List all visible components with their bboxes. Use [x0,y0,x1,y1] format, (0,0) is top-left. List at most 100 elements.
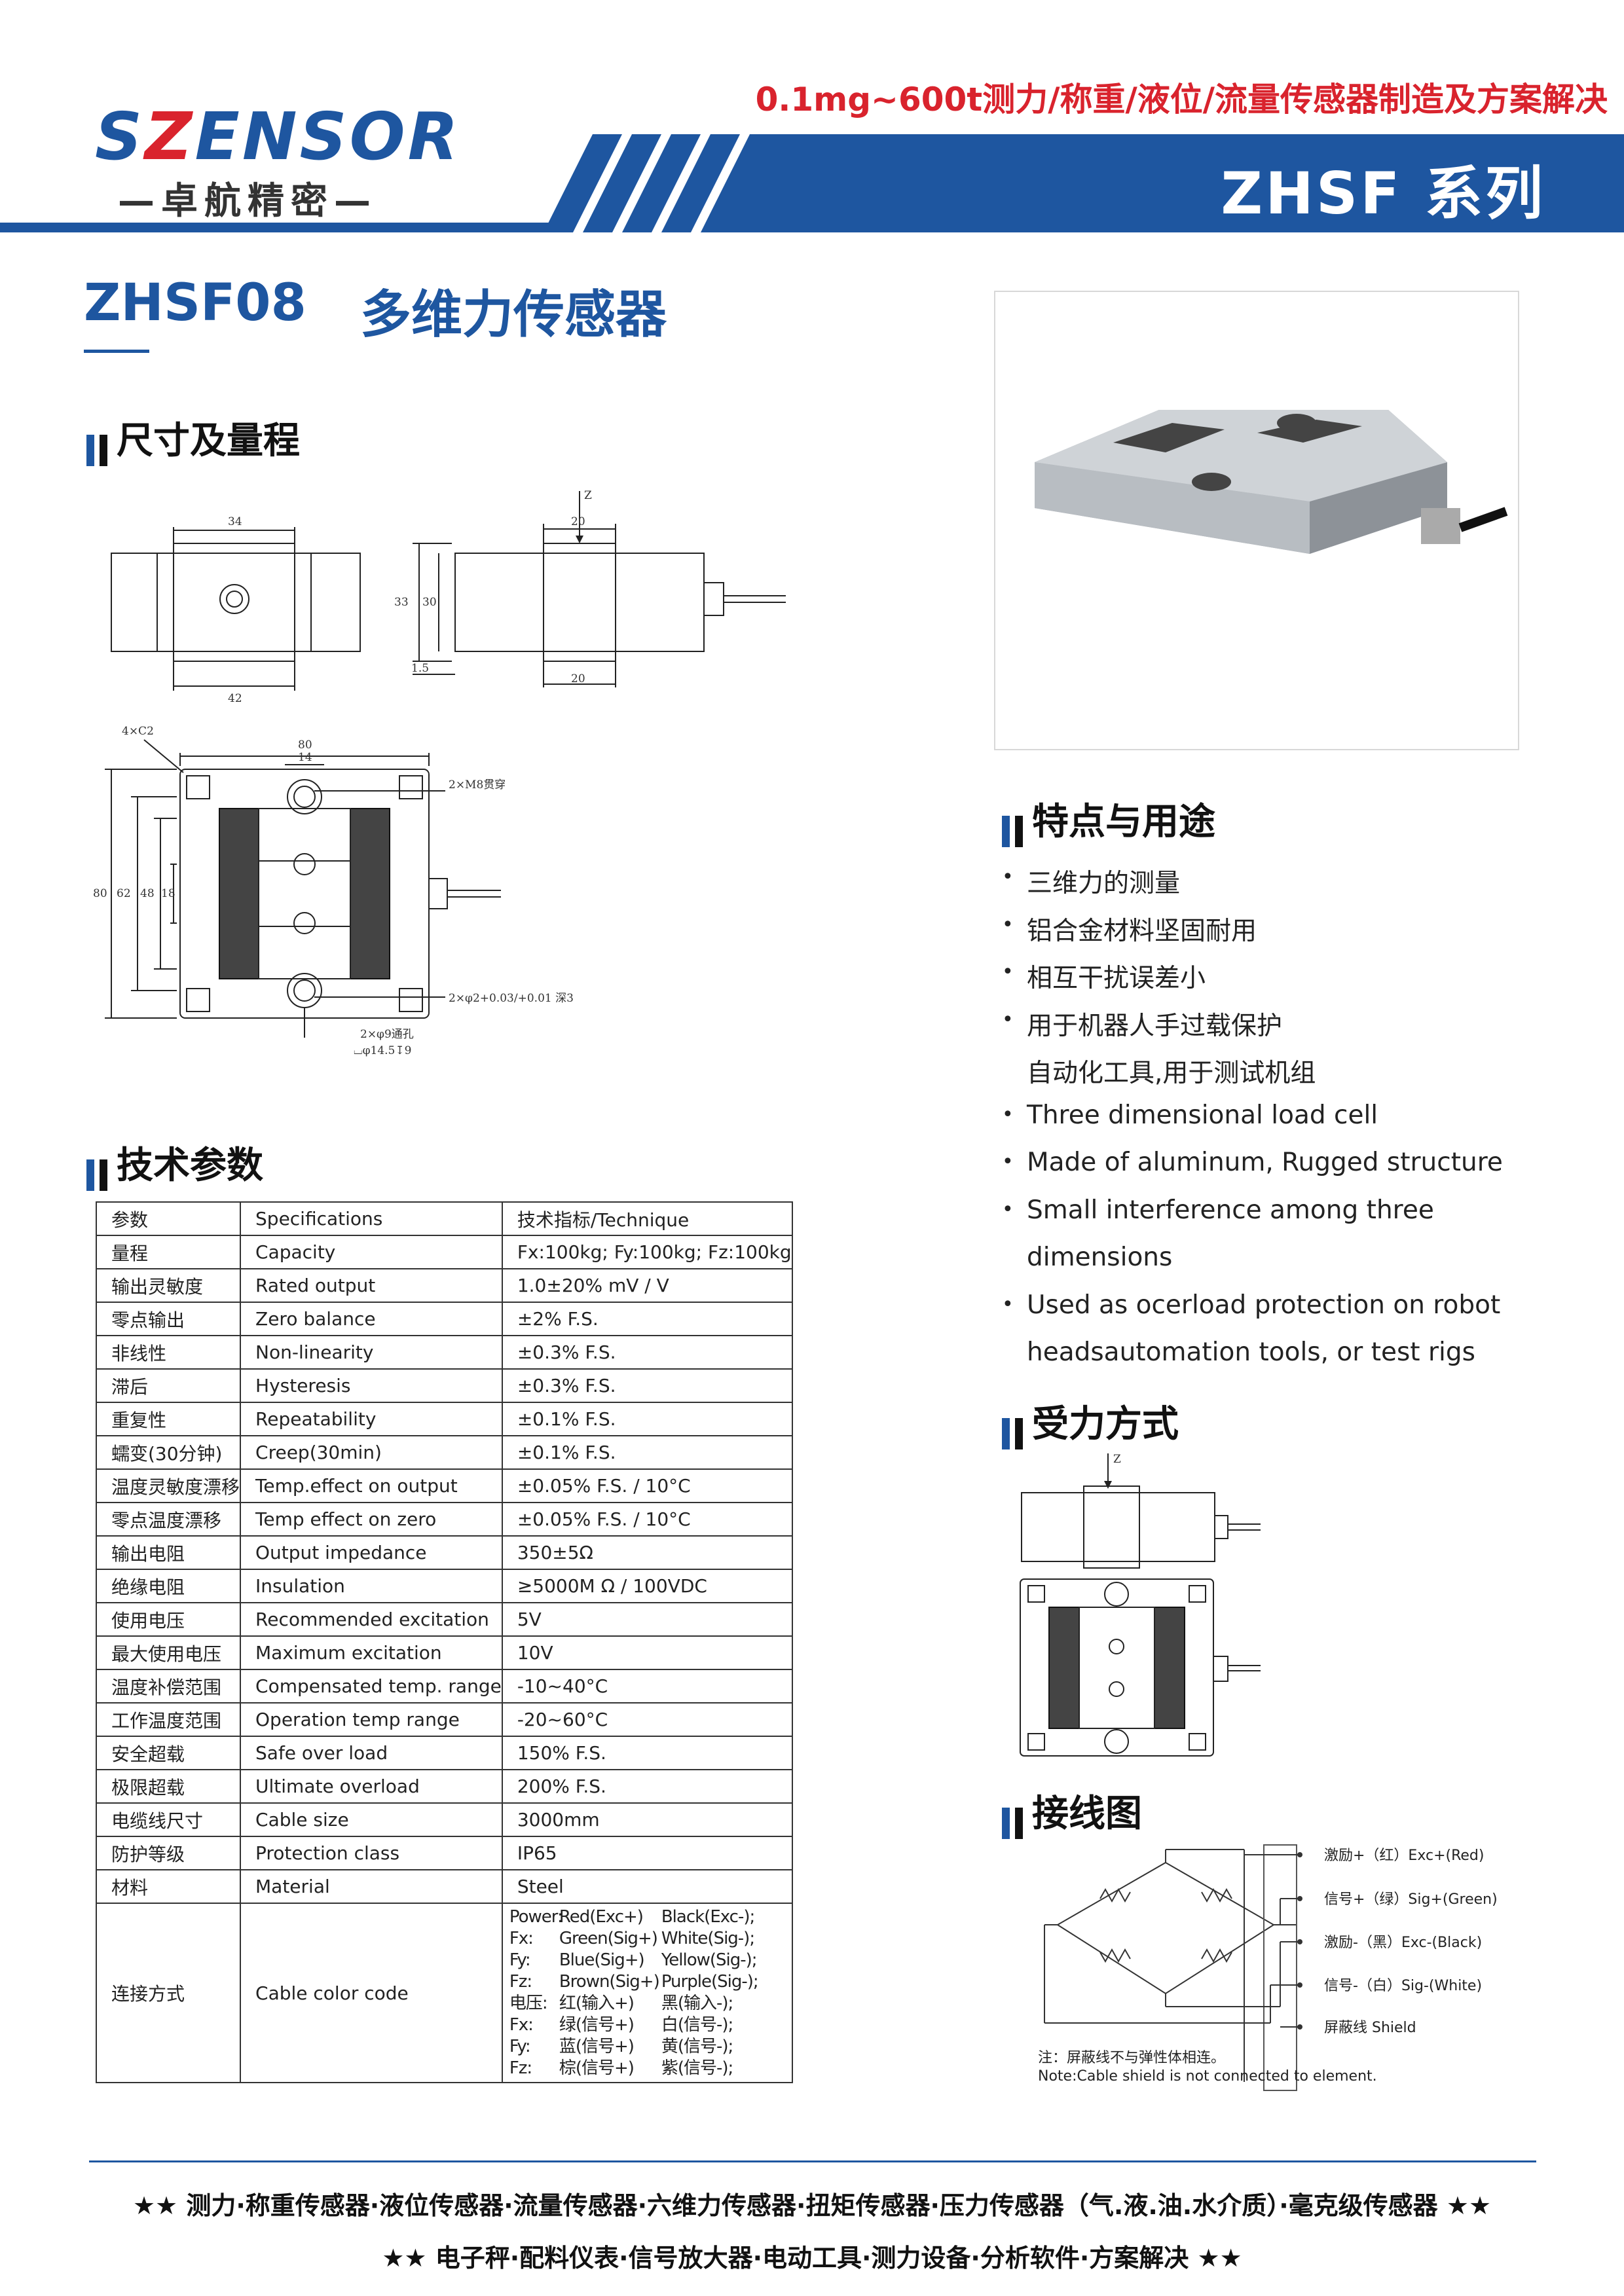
table-cell: 绝缘电阻 [95,1569,242,1603]
cable-color-line: 电压:红(输入+)黑(输入-); [509,1993,792,2014]
table-cell: Temp effect on zero [240,1502,503,1537]
dim-plan-w14: 14 [298,751,312,764]
series-title: ZHSF 系列 [1221,160,1545,227]
table-cell: Safe over load [240,1736,503,1770]
table-cell: 量程 [95,1235,242,1269]
bullet-icon: • [1002,1292,1014,1316]
section-loading: 受力方式 [1002,1394,1179,1449]
dim-plan-cb: ⌴φ14.5↧9 [354,1044,411,1057]
bullet-icon: • [1002,960,1014,983]
table-cell: 重复性 [95,1402,242,1436]
dim-side-b: 1.5 [411,662,429,675]
bullet-icon: • [1002,1150,1014,1173]
product-name: 多维力传感器 [360,285,667,344]
table-cell: 防护等级 [95,1836,242,1870]
table-cell: ≥5000M Ω / 100VDC [501,1569,793,1603]
feature-item: 三维力的测量 [1027,869,1181,898]
logo-subtitle: —卓航精密— [118,180,377,223]
section-marker [1002,815,1010,847]
cable-color-text: 蓝(信号+) [559,2037,635,2056]
table-row: 蠕变(30分钟)Creep(30min)±0.1% F.S. [95,1435,793,1470]
table-cell: ±2% F.S. [501,1302,793,1336]
section-marker [86,1159,94,1191]
cable-color-text: Yellow(Sig-); [661,1950,758,1970]
table-cell: ±0.05% F.S. / 10°C [501,1502,793,1537]
dim-plan-h80: 80 [93,887,107,900]
cable-color-text: 黑(输入-); [661,1994,733,2013]
table-cell: IP65 [501,1836,793,1870]
table-cell: 350±5Ω [501,1535,793,1570]
dim-side-z: Z [584,489,592,502]
table-cell: 3000mm [501,1802,793,1837]
section-marker [86,434,94,466]
cable-color-text: Brown(Sig+) [559,1972,660,1992]
feature-item: 自动化工具,用于测试机组 [1027,1059,1316,1088]
title-underline [84,350,149,353]
table-cell: 最大使用电压 [95,1635,242,1670]
feature-item: 铝合金材料坚固耐用 [1027,916,1257,946]
table-cell: 蠕变(30分钟) [95,1435,242,1470]
section-marker [1002,1807,1010,1839]
table-cell: Material [240,1869,503,1904]
feature-item: Small interference among three [1027,1195,1434,1225]
dim-plan-pin: 2×φ2+0.03/+0.01 深3 [449,992,574,1005]
table-cell: 1.0±20% mV / V [501,1268,793,1303]
feature-item: Made of aluminum, Rugged structure [1027,1148,1503,1177]
cable-color-line: Fy:Blue(Sig+)Yellow(Sig-); [509,1950,792,1971]
table-cell: Recommended excitation [240,1602,503,1637]
product-photo [1035,410,1508,554]
cable-color-text: White(Sig-); [661,1929,755,1948]
wiring-note-en: Note:Cable shield is not connected to el… [1038,2068,1377,2085]
bullet-icon: • [1002,1197,1014,1221]
table-cell: 5V [501,1602,793,1637]
section-title: 接线图 [1032,1793,1142,1835]
bullet-icon: • [1002,1102,1014,1126]
tagline: 0.1mg~600t测力/称重/液位/流量传感器制造及方案解决 [755,81,1608,118]
section-title: 尺寸及量程 [117,420,300,462]
bullet-icon: • [1002,913,1014,936]
dim-plan-h48: 48 [140,887,155,900]
table-cell: 滞后 [95,1368,242,1403]
table-cell: 使用电压 [95,1602,242,1637]
cable-color-text: Red(Exc+) [559,1907,644,1927]
table-cell: Compensated temp. range [240,1669,503,1704]
cable-color-text: 棕(信号+) [559,2058,635,2078]
wiring-label-exc-plus: 激励+（红）Exc+(Red) [1324,1848,1484,1864]
bullet-icon: • [1002,866,1014,888]
section-marker [1002,1417,1010,1449]
dim-front-bottom: 42 [228,692,242,705]
section-title: 受力方式 [1032,1403,1179,1446]
cable-color-line: Power:Red(Exc+)Black(Exc-); [509,1906,792,1928]
table-cell: -10~40°C [501,1669,793,1704]
section-title: 技术参数 [117,1144,263,1187]
feature-item: Three dimensional load cell [1027,1100,1378,1130]
cable-color-text: 绿(信号+) [559,2015,635,2035]
cable-color-text: Fz: [509,2058,532,2078]
feature-item: dimensions [1027,1243,1173,1272]
table-cell: Output impedance [240,1535,503,1570]
table-header-row: 参数 Specifications 技术指标/Technique [95,1201,793,1236]
cable-color-text: Black(Exc-); [661,1907,755,1927]
cable-color-line: Fz:Brown(Sig+)Purple(Sig-); [509,1971,792,1993]
table-cell: 输出灵敏度 [95,1268,242,1303]
dim-plan-hole: 2×φ9通孔 [360,1028,414,1041]
table-cell: 温度补偿范围 [95,1669,242,1704]
table-cell: Insulation [240,1569,503,1603]
footer-line-2: ★★ 电子秤·配料仪表·信号放大器·电动工具·测力设备·分析软件·方案解决 ★★ [382,2244,1242,2272]
cable-color-text: Blue(Sig+) [559,1950,645,1970]
dim-plan-chamfer: 4×C2 [122,725,154,738]
product-model: ZHSF08 [84,274,306,333]
bullet-icon: • [1002,1008,1014,1031]
